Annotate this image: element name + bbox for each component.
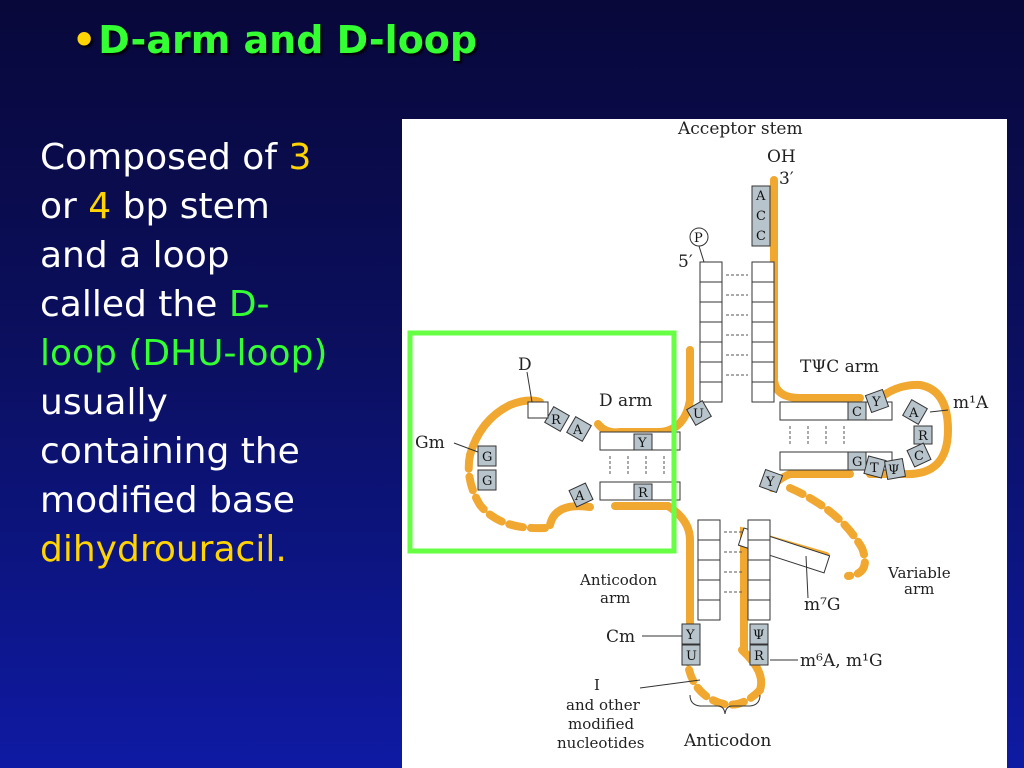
nt-t-c2: C — [914, 449, 924, 464]
acceptor-5prime-strand — [699, 261, 723, 403]
text-composed-of: Composed of — [40, 137, 289, 178]
ac-right-strand — [747, 519, 771, 621]
label-variable-1: Variable — [887, 564, 951, 582]
label-tpsic-arm: TΨC arm — [800, 357, 879, 377]
body-paragraph: Composed of 3 or 4 bp stem and a loop ca… — [40, 133, 390, 574]
nt-t-a: A — [908, 406, 919, 421]
label-oh: OH — [767, 147, 796, 167]
text-called-the: called the — [40, 284, 229, 325]
anticodon-brace — [689, 694, 761, 715]
body-line-3: and a loop — [40, 235, 230, 276]
body-line-5: loop (DHU-loop) — [40, 333, 328, 374]
nt-acc-a: A — [755, 189, 766, 204]
tpsic-arm: C Y A R C G T Ψ Y — [758, 388, 933, 494]
label-m6a-m1g: m⁶A, m¹G — [800, 651, 883, 671]
nt-t-g: G — [852, 455, 862, 470]
backbone-anticodon-left — [611, 502, 694, 634]
backbone-tpsic-lower — [768, 470, 854, 492]
body-line-9: dihydrouracil. — [40, 529, 287, 570]
text-bp-stem: bp stem — [111, 186, 270, 227]
acceptor-rungs — [700, 281, 774, 383]
body-line-4: called the D- — [40, 280, 390, 329]
label-variable-2: arm — [904, 580, 934, 598]
label-m7g: m⁷G — [804, 595, 841, 615]
backbone-tpsic-loop — [866, 380, 953, 479]
label-3prime: 3′ — [779, 169, 794, 189]
acceptor-hbonds — [726, 274, 748, 376]
d-hbonds — [609, 456, 665, 476]
text-or: or — [40, 186, 89, 227]
nt-d-r2: R — [638, 486, 649, 501]
body-line-8: modified base — [40, 480, 295, 521]
highlight-d: D- — [228, 284, 270, 325]
label-i: I — [594, 676, 600, 694]
trna-cloverleaf-svg: A C C C Y A R C G T Ψ Y U — [407, 119, 989, 752]
highlight-3: 3 — [288, 137, 312, 178]
nt-d-g1: G — [482, 450, 492, 465]
nt-u-connector: U — [693, 407, 704, 422]
phosphate-label: P — [694, 231, 703, 246]
label-anticodon: Anticodon — [683, 731, 771, 751]
label-gm: Gm — [415, 433, 445, 453]
nt-t-t: T — [870, 461, 879, 476]
nt-ac-u: U — [686, 649, 697, 664]
nt-d-a2: A — [574, 489, 585, 504]
label-other-3: nucleotides — [557, 734, 644, 752]
nt-t-y2: Y — [765, 475, 775, 490]
ac-rungs — [698, 539, 770, 601]
backbone-d-loop-left — [464, 451, 549, 533]
tpsic-hbonds — [789, 426, 845, 446]
acceptor-3prime-strand — [751, 261, 775, 403]
label-d: D — [518, 355, 532, 375]
acceptor-stem: A C C — [699, 185, 775, 403]
ac-left-strand — [697, 519, 721, 621]
highlight-4: 4 — [88, 186, 112, 227]
nt-acc-c2: C — [756, 229, 766, 244]
label-d-arm: D arm — [599, 391, 652, 411]
nt-t-psi: Ψ — [888, 463, 899, 478]
nt-d-g2: G — [482, 474, 492, 489]
nt-ac-r: R — [754, 649, 765, 664]
nt-acc-c1: C — [756, 209, 766, 224]
nt-d-r: R — [551, 413, 562, 428]
body-line-1: Composed of 3 — [40, 133, 390, 182]
backbone-group — [464, 176, 953, 709]
label-5prime: 5′ — [678, 252, 693, 272]
body-line-2: or 4 bp stem — [40, 182, 390, 231]
leader-lines — [453, 371, 949, 689]
backbone-variable-loop — [786, 484, 869, 580]
nt-t-c: C — [852, 405, 862, 420]
title-bullet: • — [72, 18, 97, 62]
label-m1a: m¹A — [953, 393, 989, 413]
nt-ac-y: Y — [685, 628, 695, 643]
body-line-6: usually — [40, 382, 168, 423]
trna-diagram: A C C C Y A R C G T Ψ Y U — [402, 119, 1007, 768]
nt-d-a: A — [572, 423, 583, 438]
title-text: D-arm and D-loop — [98, 18, 478, 62]
d-arm-highlight-box — [407, 330, 677, 554]
nt-ac-psi: Ψ — [753, 628, 764, 643]
label-other-2: modified — [568, 715, 635, 733]
label-cm: Cm — [606, 627, 635, 647]
anticodon-arm: Y U Ψ R — [681, 519, 771, 666]
d-arm: R A Y A R G G — [477, 401, 681, 508]
slide-title: •D-arm and D-loop — [72, 18, 477, 62]
label-anticodon-arm-2: arm — [600, 589, 630, 607]
body-line-7: containing the — [40, 431, 300, 472]
label-acceptor-stem: Acceptor stem — [677, 119, 803, 139]
label-other-1: and other — [566, 696, 641, 714]
ac-hbonds — [724, 531, 744, 593]
nt-d-y: Y — [637, 436, 647, 451]
nt-t-y: Y — [871, 395, 881, 410]
acc-cca-box — [751, 185, 771, 247]
backbone-d-lower — [546, 502, 594, 529]
label-anticodon-arm-1: Anticodon — [579, 571, 657, 589]
nt-t-r: R — [918, 429, 929, 444]
